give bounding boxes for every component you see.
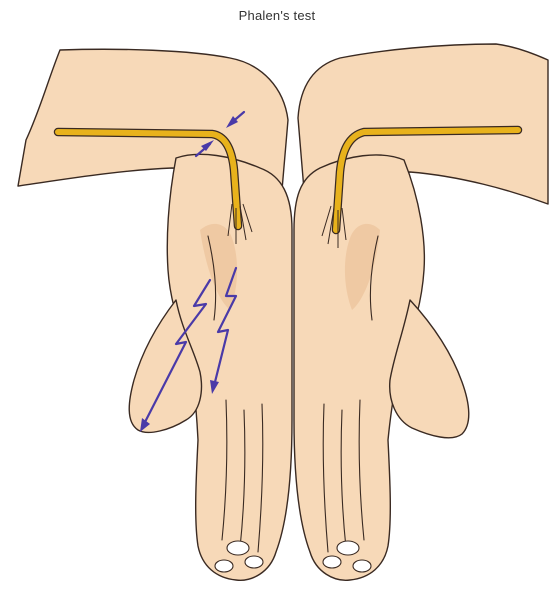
right-arm [294,44,548,580]
right-fingernail-3 [323,556,341,568]
right-fingernail-1 [337,541,359,555]
left-fingernail-2 [215,560,233,572]
left-fingernail-1 [227,541,249,555]
left-fingernail-3 [245,556,263,568]
right-fingernail-2 [353,560,371,572]
